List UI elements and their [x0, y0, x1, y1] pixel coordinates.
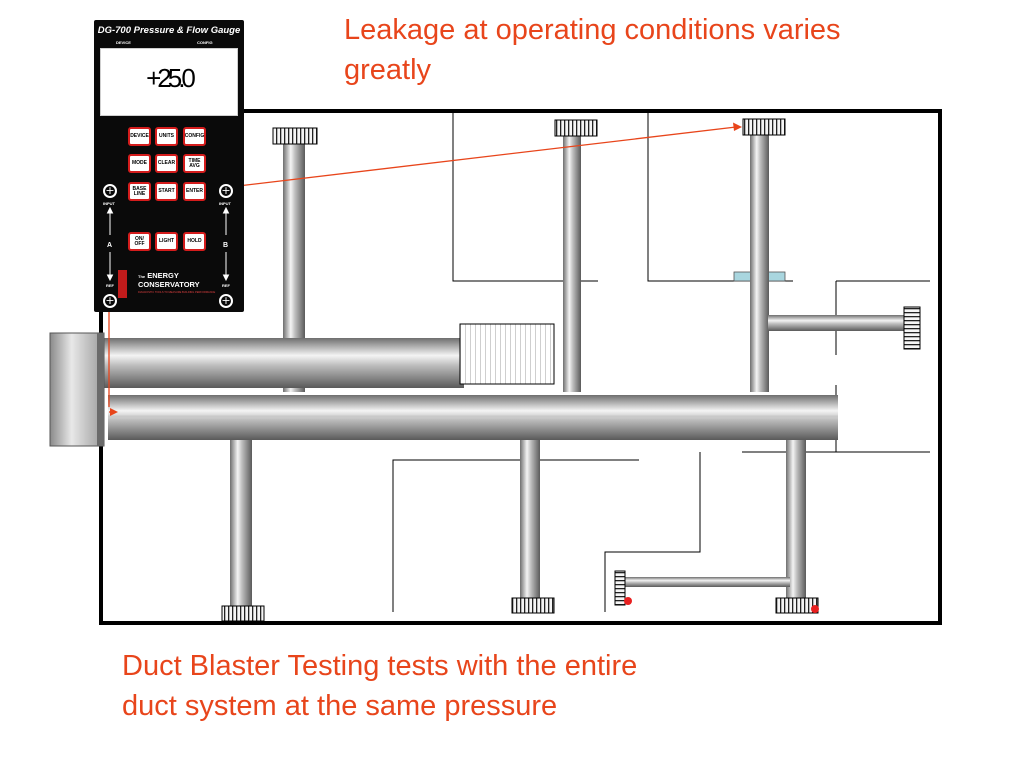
pressure-hoses: [108, 122, 742, 416]
duct-blaster-caption: Duct Blaster Testing tests with the enti…: [122, 650, 638, 722]
time-avg-button[interactable]: TIME AVG: [183, 154, 206, 173]
channel-b-label: B: [223, 242, 229, 249]
filter-grille: [459, 323, 555, 385]
on-off-button[interactable]: ON/ OFF: [128, 232, 151, 251]
time-avg-label: TIME AVG: [194, 98, 213, 103]
enter-button[interactable]: ENTER: [183, 182, 206, 201]
ref-b-port-icon[interactable]: +: [219, 294, 233, 308]
units-button[interactable]: UNITS: [155, 127, 178, 146]
device-label: DEVICE: [116, 40, 131, 45]
hold-button[interactable]: HOLD: [183, 232, 206, 251]
dg700-gauge: DG-700 Pressure & Flow Gauge DEVICE CONF…: [94, 20, 244, 312]
mode-button[interactable]: MODE: [128, 154, 151, 173]
light-button[interactable]: LIGHT: [155, 232, 178, 251]
ref-a-port-icon[interactable]: +: [103, 294, 117, 308]
input-b-port-icon[interactable]: +: [219, 184, 233, 198]
input-a-label: INPUT: [103, 201, 115, 206]
leak-marker: [624, 597, 632, 605]
clear-button[interactable]: CLEAR: [155, 154, 178, 173]
channel-a-label: A: [107, 242, 113, 249]
leakage-caption: Leakage at operating conditions varies g…: [344, 14, 841, 86]
brand-name: The ENERGY CONSERVATORY: [138, 271, 200, 289]
input-a-port-icon[interactable]: +: [103, 184, 117, 198]
config-button[interactable]: CONFIG: [183, 127, 206, 146]
gauge-title: DG-700 Pressure & Flow Gauge: [97, 25, 241, 36]
pressure-readout: +25.0: [146, 63, 196, 93]
device-button[interactable]: DEVICE: [128, 127, 151, 146]
ref-b-label: REF: [222, 283, 230, 288]
ref-a-label: REF: [106, 283, 114, 288]
start-button[interactable]: START: [155, 182, 178, 201]
energy-conservatory-logo-icon: [118, 270, 127, 298]
supply-branches: [230, 133, 908, 609]
upper-trunk: [104, 338, 464, 388]
brand-tagline: DIAGNOSTIC TOOLS TO MEASURE BUILDING PER…: [138, 291, 216, 294]
blower-unit: [49, 332, 105, 447]
config-label: CONFIG: [197, 40, 213, 45]
supply-registers: [221, 118, 921, 622]
mode-label: MODE: [116, 98, 128, 103]
gauge-display: +25.0: [100, 48, 238, 116]
input-b-label: INPUT: [219, 201, 231, 206]
baseline-button[interactable]: BASE LINE: [128, 182, 151, 201]
leak-marker: [811, 605, 819, 613]
